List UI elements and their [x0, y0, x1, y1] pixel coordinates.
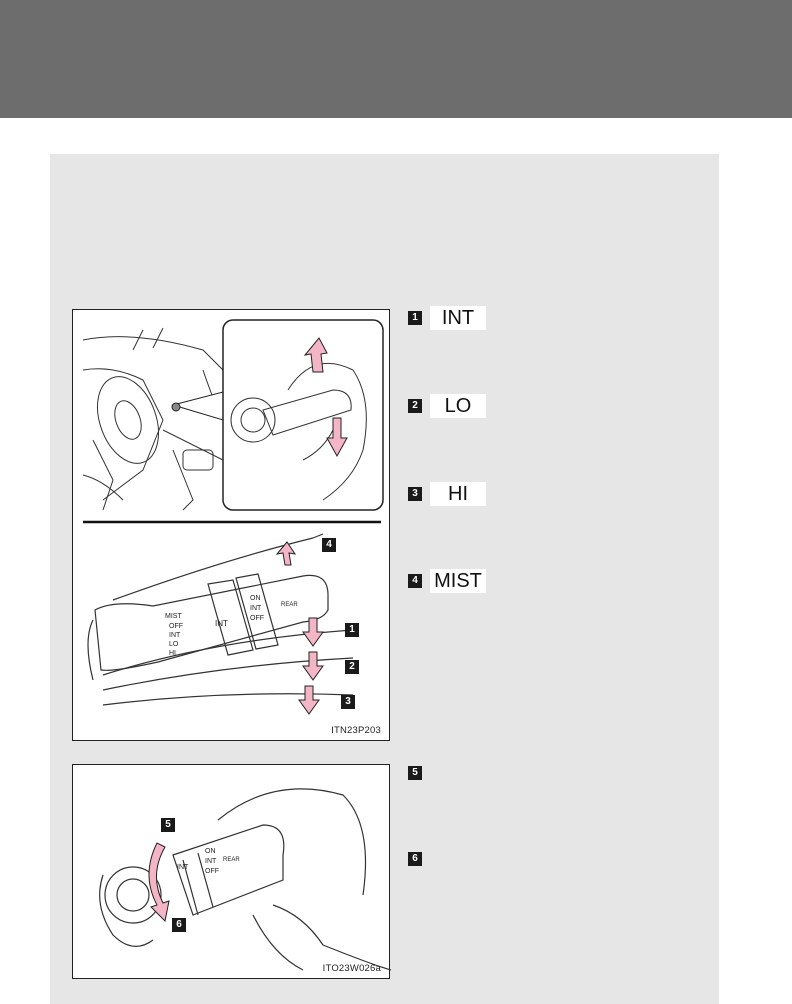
legend-badge-4: 4 [408, 574, 422, 588]
stalk-off-label: OFF [169, 623, 183, 630]
stalk-int-label: INT [169, 632, 181, 639]
ring2-off-label: OFF [205, 868, 219, 875]
figure-code-2: ITO23W026a [323, 963, 381, 974]
figure-wiper-lever: MIST OFF INT LO HI INT ON INT OFF REAR 4… [72, 309, 390, 741]
fig1-badge-3: 3 [341, 695, 355, 709]
ring-rear-label: REAR [281, 602, 298, 608]
rotate-arrow-icon [149, 843, 169, 921]
dashboard-sketch [83, 328, 233, 510]
lo-label: LO [430, 394, 486, 418]
hand-sketch [100, 789, 391, 970]
stalk-hi-label: HI [169, 650, 176, 657]
ring-int-label: INT [215, 619, 228, 628]
figure-rear-wiper-ring: INT ON INT OFF REAR 5 6 ITO23W026a [72, 764, 390, 979]
mist-arrow-icon [277, 542, 295, 565]
ring2-int2-label: INT [205, 858, 217, 865]
ring-on-label: ON [250, 595, 261, 602]
wiper-lever-illustration: MIST OFF INT LO HI INT ON INT OFF REAR [73, 310, 391, 742]
legend-6: 6 [408, 852, 422, 866]
hi-label: HI [430, 482, 486, 506]
mist-label: MIST [430, 569, 486, 593]
figure-code: ITN23P203 [331, 725, 381, 736]
inset-box [223, 320, 383, 510]
ring-int2-label: INT [250, 605, 262, 612]
fig2-badge-5: 5 [161, 818, 175, 832]
legend-badge-2: 2 [408, 399, 422, 413]
ring2-on-label: ON [205, 848, 216, 855]
legend-badge-1: 1 [408, 311, 422, 325]
fig1-badge-2: 2 [345, 660, 359, 674]
header-band [0, 0, 792, 118]
stalk-lo-label: LO [169, 641, 179, 648]
lo-arrow-icon [303, 652, 323, 680]
legend-badge-6: 6 [408, 852, 422, 866]
hi-arrow-icon [299, 686, 319, 714]
ring2-int-label: INT [177, 864, 189, 871]
ring-off2-label: OFF [250, 615, 264, 622]
legend-badge-5: 5 [408, 766, 422, 780]
fig1-badge-1: 1 [345, 623, 359, 637]
ring2-rear-label: REAR [223, 857, 240, 863]
stalk-mist-label: MIST [165, 613, 182, 620]
int-label: INT [430, 306, 486, 330]
fig1-badge-4: 4 [322, 538, 336, 552]
legend-badge-3: 3 [408, 487, 422, 501]
rear-wiper-illustration: INT ON INT OFF REAR [73, 765, 391, 980]
fig2-badge-6: 6 [172, 918, 186, 932]
legend-5: 5 [408, 766, 422, 780]
